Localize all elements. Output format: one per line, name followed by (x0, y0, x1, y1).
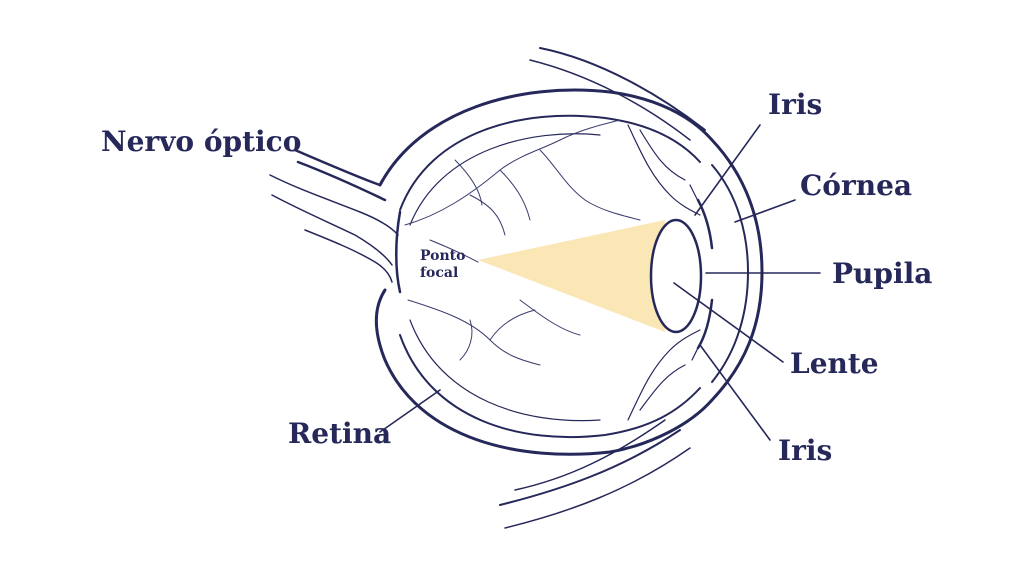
optic-nerve-lower (304, 229, 393, 283)
blood-vessels (404, 119, 641, 366)
lower-eyelid-outer (504, 447, 691, 529)
iris-lower (696, 298, 714, 350)
cornea (711, 164, 749, 383)
retina-wall (399, 114, 701, 439)
optic-disc (395, 210, 402, 294)
light-beam (478, 220, 665, 332)
label-retina: Retina (288, 417, 392, 450)
optic-nerve (293, 148, 387, 202)
label-lens: Lente (790, 347, 879, 380)
lower-eyelid-inner (514, 419, 666, 491)
label-cornea: Córnea (800, 169, 913, 202)
label-focal-point-line2: focal (420, 265, 459, 281)
lens (649, 218, 703, 334)
label-optic-nerve: Nervo óptico (101, 125, 302, 158)
optic-nerve-sheath (269, 174, 399, 266)
iris-upper (696, 198, 714, 250)
label-pupil: Pupila (832, 257, 933, 290)
label-iris-top: Iris (768, 88, 823, 121)
label-iris-bottom: Iris (778, 434, 833, 467)
label-focal-point: Ponto focal (420, 248, 465, 282)
label-focal-point-line1: Ponto (420, 248, 466, 264)
lower-eyelid (499, 429, 681, 506)
leader-lines (379, 124, 821, 441)
sclera-outline (374, 88, 764, 456)
